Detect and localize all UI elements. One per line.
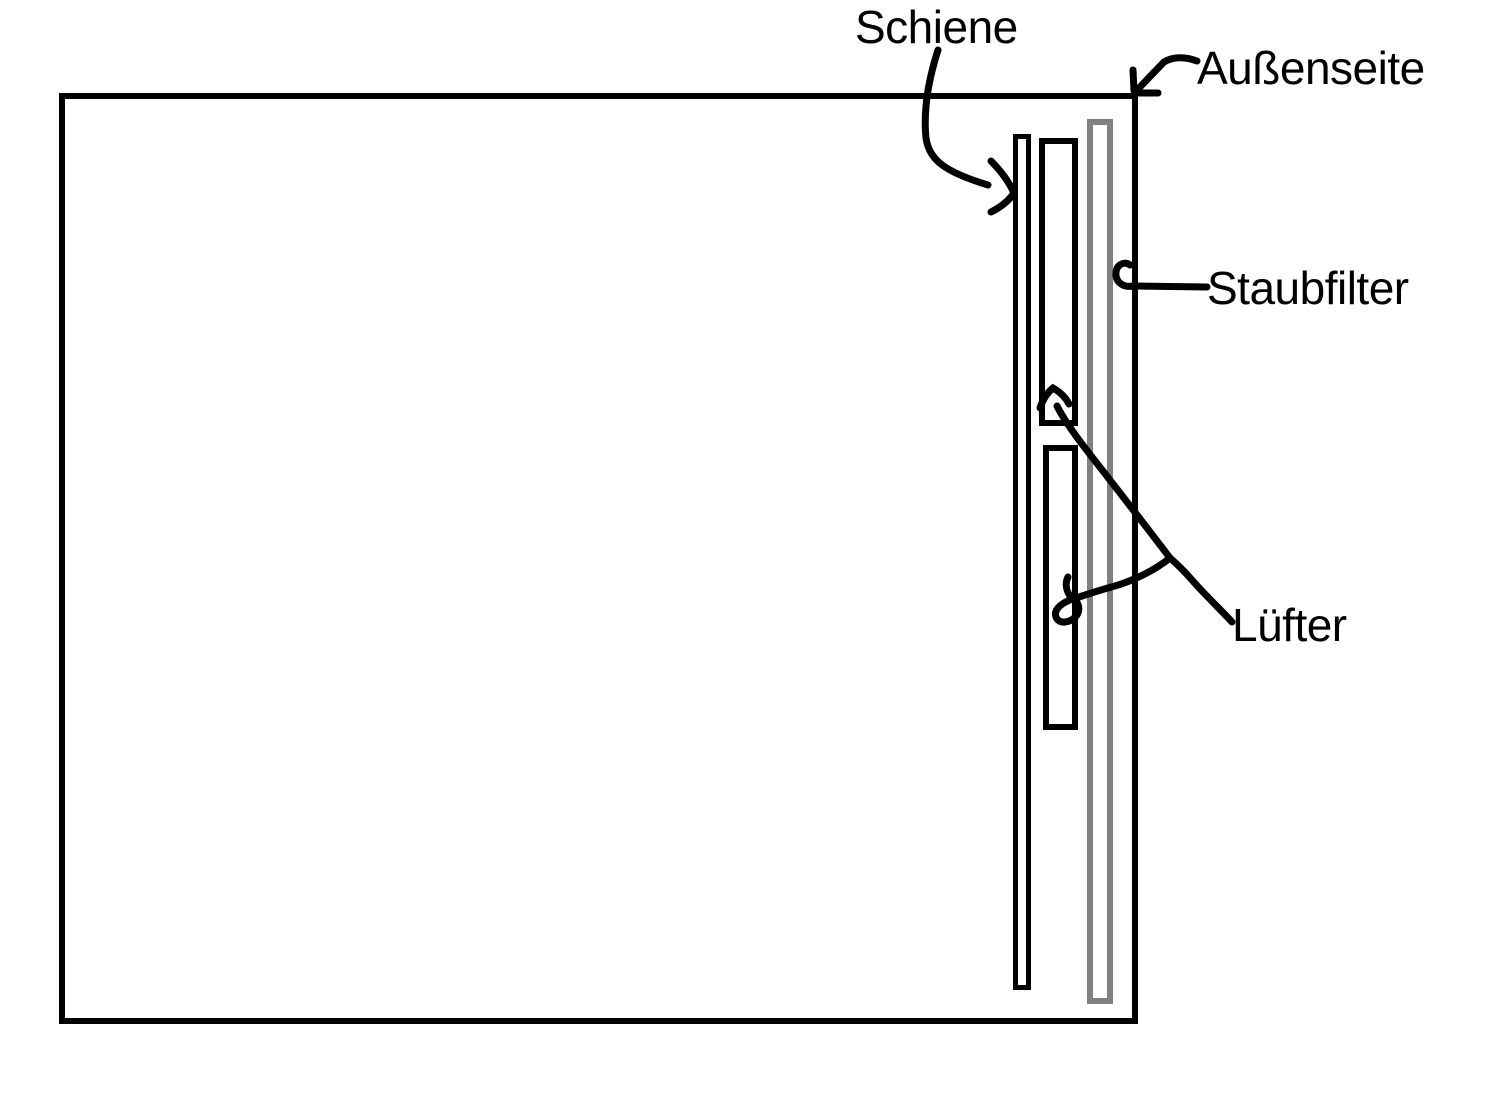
case-panel-outline xyxy=(59,93,1138,1024)
label-schiene: Schiene xyxy=(855,1,1018,53)
schiene-arrow-line xyxy=(921,46,992,189)
aussenseite-arrowhead-icon xyxy=(1129,66,1162,97)
fan-top-shape xyxy=(1039,138,1078,426)
luefter-arrow-lower-line xyxy=(1052,554,1174,626)
aussenseite-arrow-line xyxy=(1135,54,1201,92)
label-aussenseite: Außenseite xyxy=(1197,42,1425,94)
fan-bottom-shape xyxy=(1043,445,1078,730)
rail-shape xyxy=(1013,134,1031,990)
label-luefter: Lüfter xyxy=(1232,599,1347,651)
dust-filter-shape xyxy=(1087,119,1113,1004)
staubfilter-arrowhead-icon xyxy=(1112,259,1137,290)
staubfilter-arrow-line xyxy=(1129,282,1211,291)
label-staubfilter: Staubfilter xyxy=(1207,262,1409,314)
luefter-arrow-stem xyxy=(1166,554,1236,626)
luefter-arrow-upper-line xyxy=(1053,402,1174,562)
luefter-arrowhead-upper-icon xyxy=(1036,383,1073,412)
schiene-arrowhead-icon xyxy=(987,157,1018,216)
